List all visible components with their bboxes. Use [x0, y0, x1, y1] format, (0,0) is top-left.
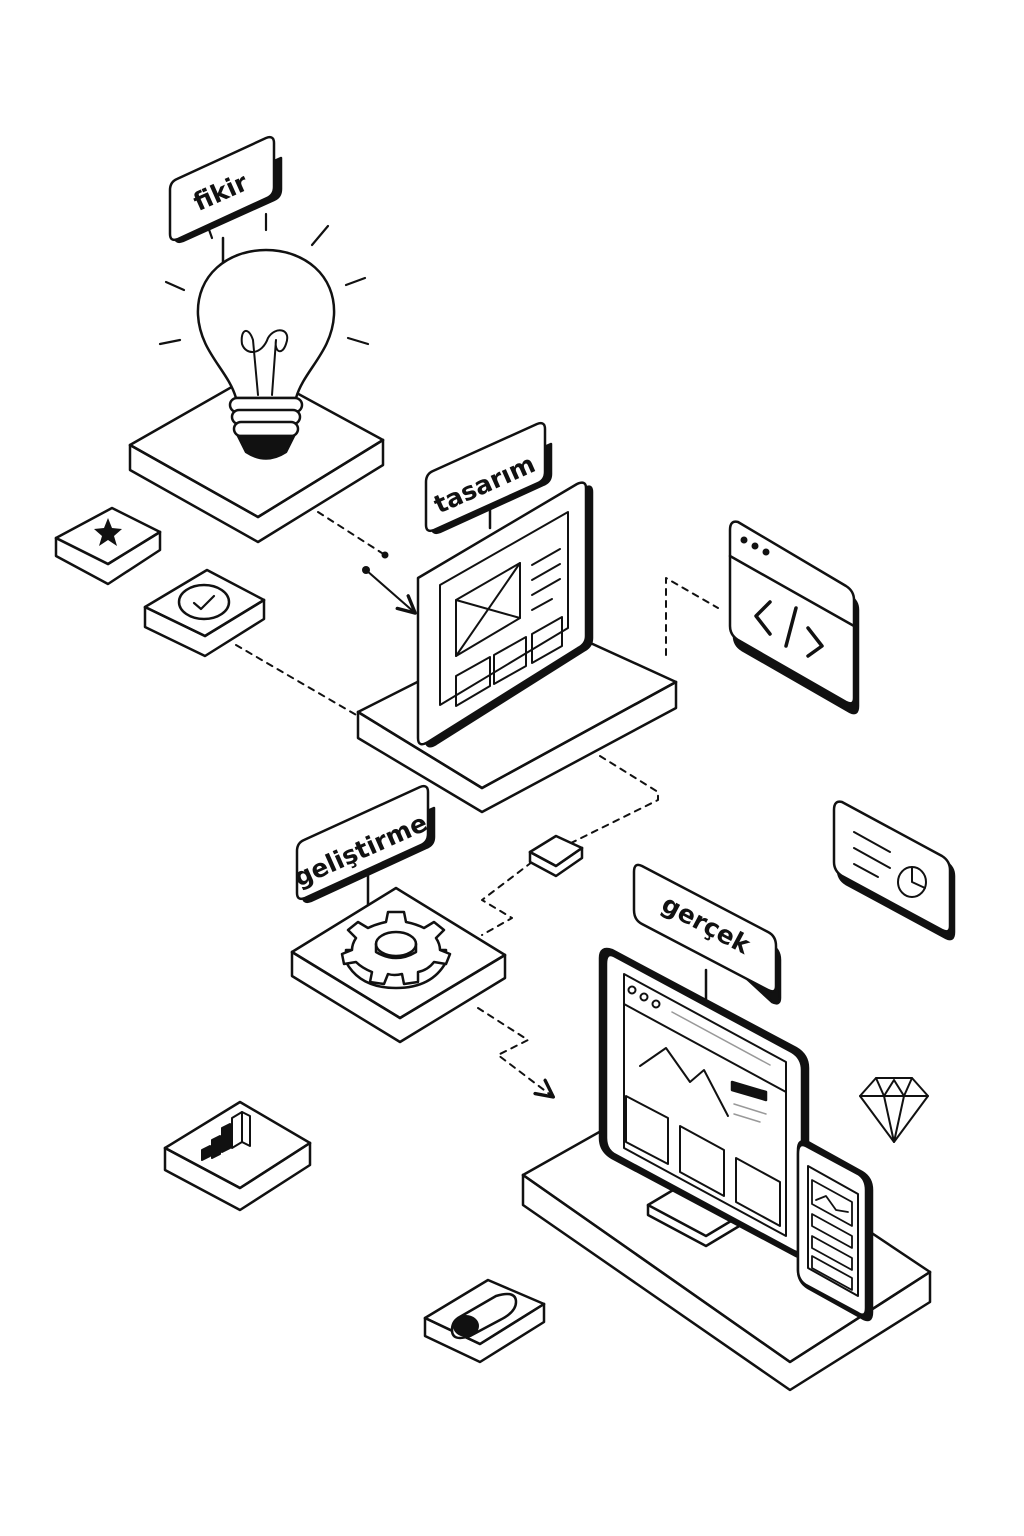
stage-gelistirme: geliştirme: [289, 784, 507, 1044]
connector-tasarim-entry: [365, 569, 417, 615]
stage-fikir-label: fikir: [168, 135, 283, 244]
connector-fikir-tasarim: [317, 511, 386, 556]
report-card-icon: [853, 831, 927, 898]
phone: [796, 1139, 874, 1322]
stage-fikir: fikir: [128, 135, 385, 544]
desktop-and-phone-icon: [598, 947, 874, 1322]
star-icon: [94, 518, 122, 546]
diamond-icon: [859, 1077, 929, 1143]
stage-gercek: gerçek: [521, 863, 932, 1392]
toggle-switch-icon: [450, 1292, 518, 1340]
cube-icon: [528, 834, 584, 878]
connectors: [235, 511, 719, 1099]
connector-tasarim-gelistirme: [564, 755, 659, 847]
tile-star: [54, 506, 162, 586]
gear-icon: [340, 910, 452, 990]
stage-gelistirme-label: geliştirme: [289, 784, 436, 904]
tile-report: [832, 800, 956, 941]
bar-chart-icon: [201, 1111, 251, 1161]
tile-code: [728, 520, 860, 715]
connector-cube-gear: [481, 861, 533, 936]
monitor: [598, 947, 810, 1260]
tile-toggle: [423, 1278, 546, 1364]
wireframe-tablet-icon: [416, 481, 594, 748]
connector-dot: [362, 566, 370, 574]
tile-bars: [163, 1100, 312, 1212]
check-circle-icon: [177, 583, 231, 621]
connector-tasarim-code: [665, 577, 719, 656]
lightbulb-icon: [158, 212, 370, 460]
code-window-icon: [754, 600, 824, 658]
connector-gear-gercek: [477, 1007, 555, 1099]
tile-check: [143, 568, 266, 658]
connector-check-tasarim: [235, 644, 359, 717]
connector-dot: [381, 551, 389, 559]
wireframe-contents: [455, 548, 563, 707]
stage-tasarim: tasarım: [356, 421, 678, 814]
